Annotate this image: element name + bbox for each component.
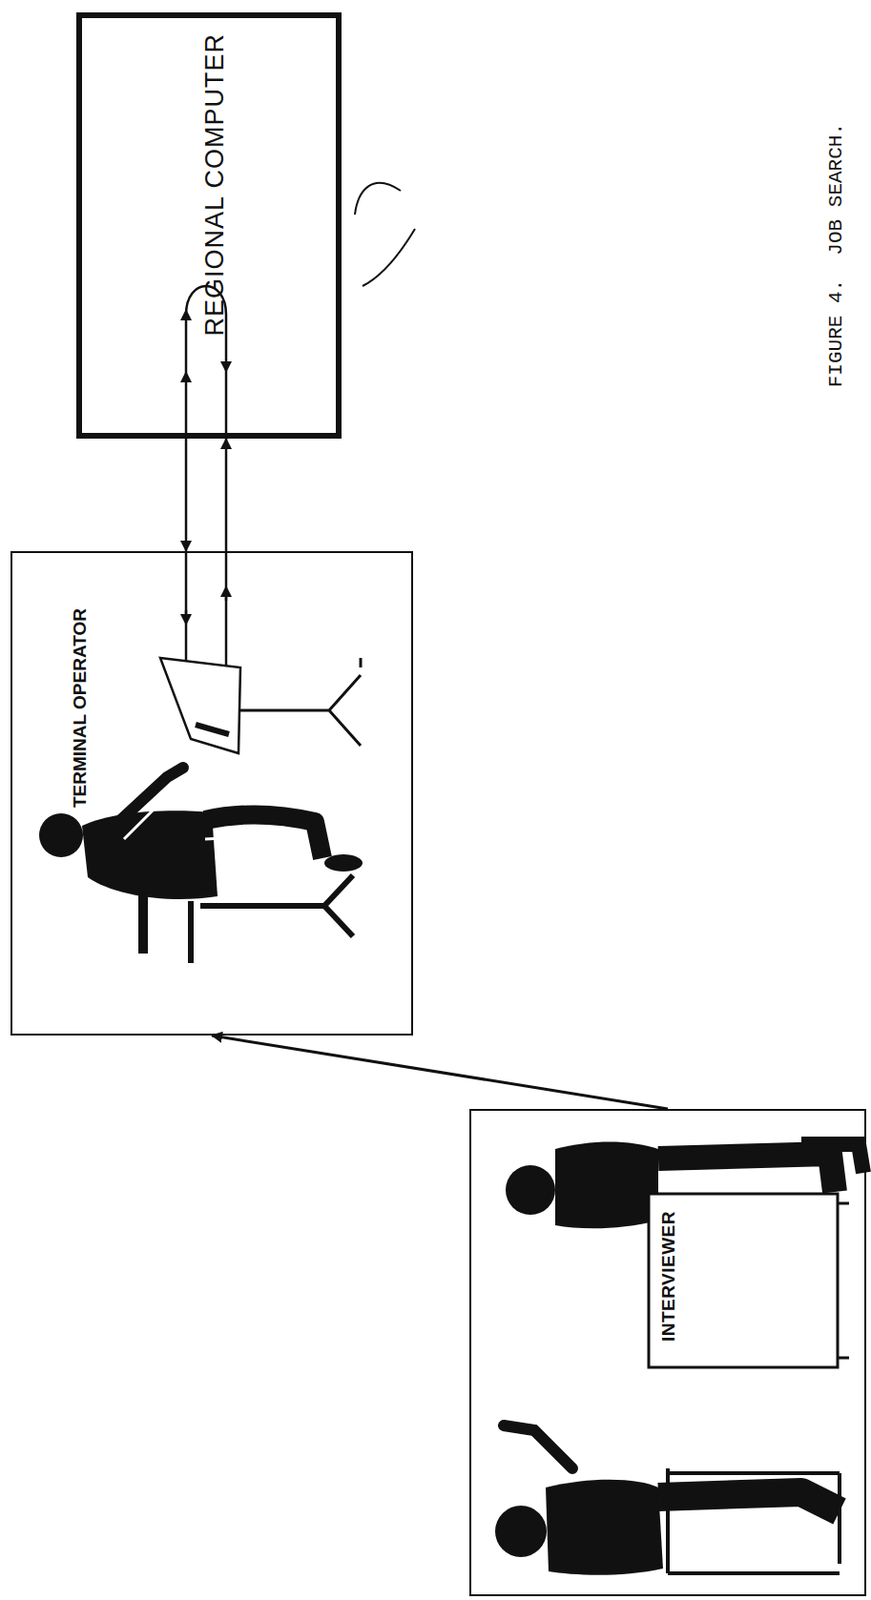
interview-panel: INTERVIEWER xyxy=(469,1109,867,1597)
node-label: REGIONAL COMPUTER xyxy=(190,33,240,337)
connector xyxy=(186,438,227,552)
terminal-panel: TERMINAL OPERATOR xyxy=(10,551,414,1037)
figure-caption: FIGURE 4. JOB SEARCH. xyxy=(825,123,848,388)
connector-line xyxy=(185,438,188,552)
connector-line xyxy=(211,1036,668,1110)
node-label: INTERVIEWER xyxy=(658,1209,681,1345)
interview-figure xyxy=(495,1142,864,1577)
node-label: TERMINAL OPERATOR xyxy=(69,608,91,809)
connector xyxy=(211,1036,668,1110)
connector-line xyxy=(225,438,229,552)
stray-mark xyxy=(354,183,415,287)
computer-box: REGIONAL COMPUTER xyxy=(76,12,342,439)
